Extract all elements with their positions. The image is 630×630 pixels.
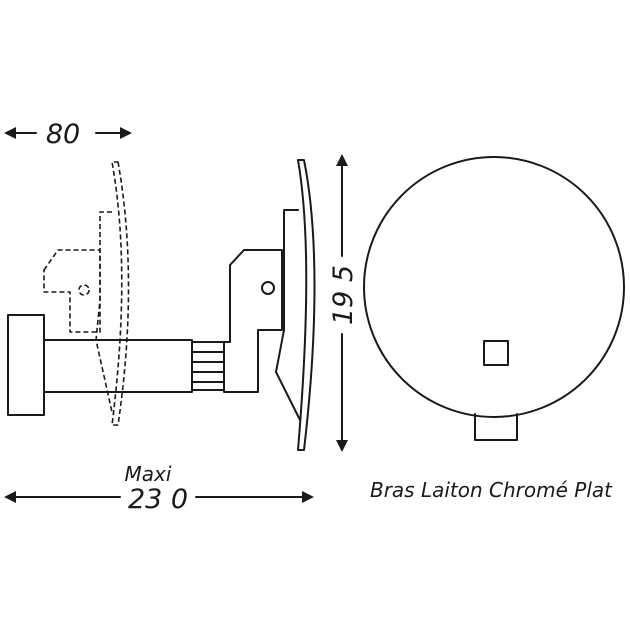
depth-value: 80 bbox=[46, 119, 80, 150]
retracted-mirror-back bbox=[95, 211, 113, 413]
extension-value: 23 0 bbox=[128, 484, 188, 515]
depth-dimension: 80 bbox=[4, 119, 132, 150]
depth-arrow-right bbox=[120, 127, 132, 139]
extension-dimension: Maxi 23 0 bbox=[4, 462, 314, 515]
bottom-knob bbox=[474, 413, 518, 441]
front-view bbox=[363, 156, 625, 441]
pivot-bracket bbox=[223, 249, 283, 393]
center-square bbox=[483, 340, 509, 366]
wall-plate bbox=[7, 314, 45, 416]
height-arrow-bottom bbox=[336, 440, 348, 452]
retracted-mirror-frame bbox=[111, 161, 130, 426]
extension-label: Maxi bbox=[125, 462, 172, 486]
height-arrow-top bbox=[336, 154, 348, 166]
mirror-circle bbox=[363, 156, 625, 418]
product-caption: Bras Laiton Chromé Plat bbox=[370, 478, 613, 502]
depth-arrow-left bbox=[4, 127, 16, 139]
retracted-pivot-screw bbox=[78, 284, 90, 296]
extension-arrow-right bbox=[302, 491, 314, 503]
retracted-bracket bbox=[43, 249, 101, 333]
side-view bbox=[7, 159, 316, 451]
height-dimension: 19 5 bbox=[328, 154, 359, 452]
mirror-back bbox=[275, 209, 301, 421]
extension-arrow-left bbox=[4, 491, 16, 503]
pivot-screw bbox=[261, 281, 275, 295]
height-value: 19 5 bbox=[328, 265, 359, 325]
mirror-frame bbox=[297, 159, 316, 451]
